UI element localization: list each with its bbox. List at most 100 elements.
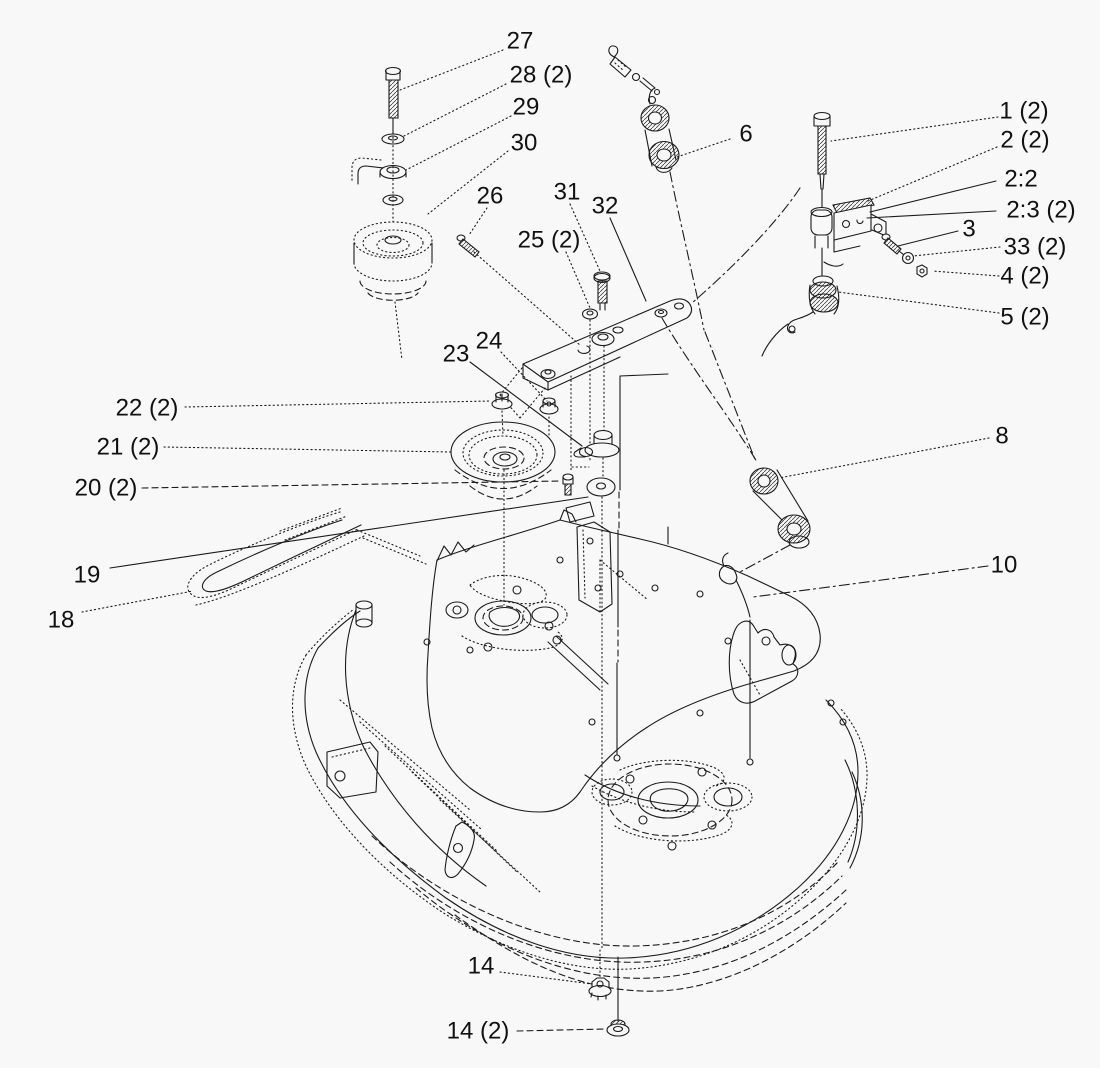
hook-10 [719,553,750,617]
flat-idler-pulley-30 [354,222,432,300]
callout-leader-282 [404,84,506,136]
callout-label-23: 23 [443,341,470,368]
callout-label-332: 33 (2) [1004,234,1067,261]
deck-roller [356,601,372,627]
left-spindle [446,575,567,651]
spindle-pulley-assembly [451,392,619,499]
spring-5 [762,248,843,356]
callout-leader-22 [868,147,997,201]
pulley-21 [451,422,555,499]
callout-label-42: 4 (2) [1000,263,1049,290]
bolt-1 [814,113,830,208]
callout-label-2:2: 2:2 [1004,166,1037,193]
callout-label-18: 18 [48,607,75,634]
bolt-31 [594,272,610,310]
callout-label-212: 21 (2) [97,434,160,461]
callout-leader-26 [469,208,487,235]
callout-label-19: 19 [74,562,101,589]
callout-label-202: 20 (2) [75,475,138,502]
callout-leader-222 [185,401,491,407]
pin-26-projection [474,252,581,346]
callout-label-52: 5 (2) [1000,304,1049,331]
spring-8 [705,332,810,572]
callout-leader-6 [677,139,730,157]
nut-14 [589,978,611,1000]
callout-label-2:32: 2:3 (2) [1006,197,1075,224]
callout-label-8: 8 [995,423,1008,450]
idler-arm-assembly [457,235,757,462]
washer-20 [587,478,615,496]
callout-label-14: 14 [468,953,495,980]
callout-leader-142 [517,1029,605,1031]
callout-label-29: 29 [513,94,540,121]
callout-leader-2:32 [867,211,996,218]
idler-arm-32 [523,299,692,390]
callout-leader-212 [164,447,451,452]
callout-leader-52 [838,292,999,313]
callout-label-12: 1 (2) [999,98,1048,125]
nut-4 [917,265,927,277]
callout-label-27: 27 [507,28,534,55]
washer-33 [903,253,914,264]
callout-leader-31 [570,204,600,271]
callout-label-24: 24 [476,328,503,355]
callout-leader-252 [566,252,590,308]
callout-label-282: 28 (2) [510,62,573,89]
front-left-bracket [327,742,378,798]
bolt-20 [563,474,573,495]
belt-18 [188,508,426,605]
washer-25 [583,309,598,319]
callout-label-22: 2 (2) [1000,127,1049,154]
callout-leader-32 [610,218,646,301]
mower-deck [293,502,868,991]
callout-label-26: 26 [477,183,504,210]
callout-label-10: 10 [991,552,1018,579]
callout-leader-10 [753,566,988,597]
bracket-install-line [692,188,800,303]
callout-leader-42 [932,271,999,276]
nut-14-2 [607,1020,629,1036]
callout-leader-18 [82,591,193,612]
callout-leader-30 [428,151,508,214]
callout-leader-19 [110,497,588,568]
j-pin-29 [352,158,406,184]
callout-label-31: 31 [554,179,581,206]
flange-nut-22 [492,392,512,409]
tension-bracket-assembly [692,113,927,357]
projection-lines [502,320,753,1021]
callout-leader-3 [898,231,958,246]
callout-leader-24 [501,352,547,401]
clevis-pin [609,46,660,95]
bushing-2 [811,208,832,249]
callout-leader-14 [500,972,592,984]
callout-label-222: 22 (2) [116,395,179,422]
right-hanger-bracket [729,621,798,703]
callout-leader-29 [406,116,511,170]
callout-label-30: 30 [511,130,538,157]
callout-label-252: 25 (2) [518,227,581,254]
callout-layer: 27 28 (2) 29 30 26 31 32 25 (2) 6 1 (2)2 (2) 2:2 2:… [48,28,1076,1045]
callout-leader-8 [779,438,989,478]
spacer-23 [574,431,619,458]
bolt-27 [386,68,401,134]
arm-to-spring-line [662,318,757,462]
pin-26 [457,235,479,257]
front-baffle-tab [445,822,474,877]
callout-leader-23 [470,362,582,446]
callout-label-142: 14 (2) [447,1018,510,1045]
callout-leader-202 [142,481,561,488]
right-spindle [592,760,752,850]
spring-6-axis [670,172,704,330]
bracket-2 [833,198,886,252]
callout-label-32: 32 [592,193,619,220]
callout-leader-27 [400,50,503,90]
callout-label-6: 6 [739,121,752,148]
hex-nut-24 [540,398,558,414]
callout-leader-332 [913,247,1000,256]
washer-28 [382,134,404,144]
spring-6 [641,88,679,172]
screw-3 [882,234,904,255]
rear-hanger-bracket [566,502,648,612]
